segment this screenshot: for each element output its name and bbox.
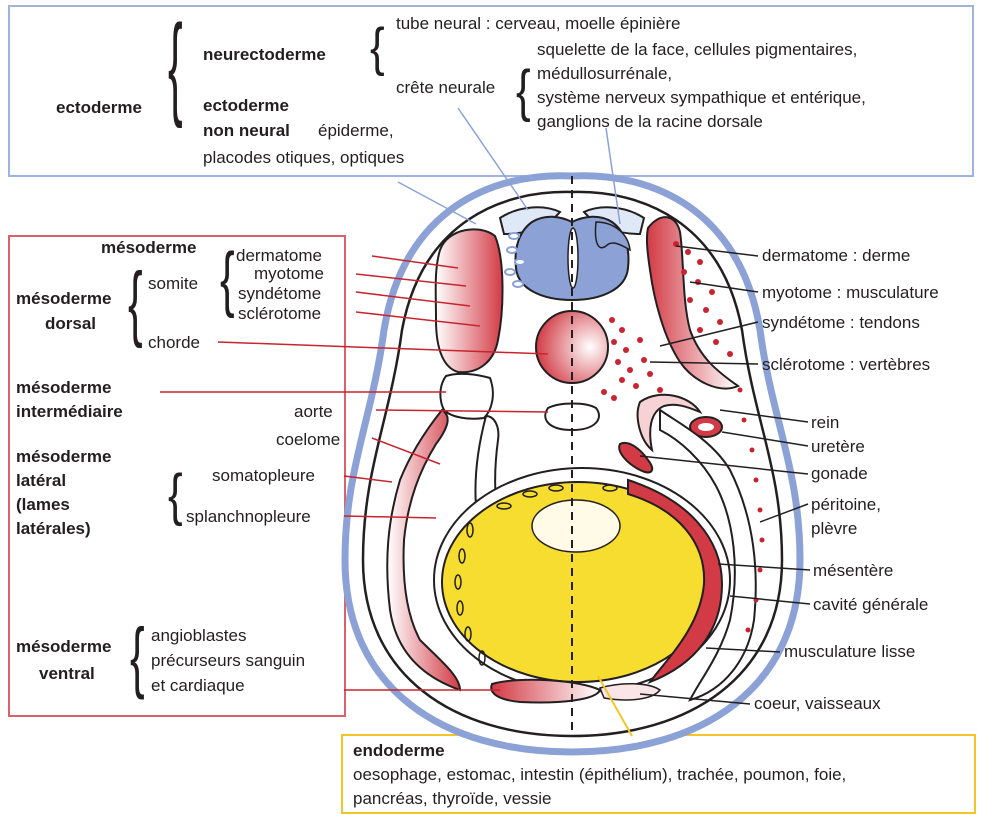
label-somatopleure: somatopleure [212,466,315,486]
label-angioblastes: angioblastes [151,626,246,646]
label-ventral-2: ventral [39,664,95,684]
brace-somite: { [220,244,235,317]
label-right-dermatome: dermatome : derme [762,246,910,266]
label-epiderme: épiderme, [318,121,394,141]
label-intermediaire-2: intermédiaire [16,402,123,422]
label-mesoderme-dorsal-2: dorsal [45,314,96,334]
label-crete-line4: ganglions de la racine dorsale [537,112,763,132]
label-lateral-3: (lames [16,495,70,515]
label-peritoine: péritoine, [811,495,881,515]
label-precurseurs: précurseurs sanguin [151,651,305,671]
label-chorde: chorde [148,333,200,353]
label-ecto-non-neural-2: non neural [203,121,290,141]
label-sclerotome: sclérotome [238,304,321,324]
label-endoderme-line2: pancréas, thyroïde, vessie [353,789,551,809]
label-mesentere: mésentère [813,561,893,581]
label-aorte: aorte [294,402,333,422]
label-mesoderme-dorsal-1: mésoderme [16,289,111,309]
brace-lateral: { [168,467,183,524]
label-crete-neurale: crête neurale [396,78,495,98]
label-ectoderme: ectoderme [56,98,142,118]
brace-mesoderme-dorsal: { [128,262,143,346]
label-lateral-1: mésoderme [16,447,111,467]
label-uretere: uretère [811,437,865,457]
label-splanchnopleure: splanchnopleure [186,507,311,527]
label-right-syndetome: syndétome : tendons [762,313,920,333]
label-syndetome: syndétome [238,284,321,304]
label-lateral-2: latéral [16,471,66,491]
label-cavite: cavité générale [813,595,928,615]
brace-neurectoderme: { [370,22,385,75]
label-neurectoderme: neurectoderme [203,45,326,65]
label-ventral-1: mésoderme [16,637,111,657]
brace-crete-neurale: { [516,63,531,120]
label-right-myotome: myotome : musculature [762,283,939,303]
label-dermatome: dermatome [236,246,322,266]
label-musculature-lisse: musculature lisse [784,642,915,662]
label-coelome: coelome [276,430,340,450]
label-somite: somite [148,274,198,294]
label-tube-neural: tube neural : cerveau, moelle épinière [396,14,680,34]
label-right-sclerotome: sclérotome : vertèbres [762,355,930,375]
brace-ectoderme: { [168,11,183,125]
label-mesoderme: mésoderme [101,238,196,258]
label-placodes: placodes otiques, optiques [203,148,404,168]
label-myotome: myotome [254,264,324,284]
label-lateral-4: latérales) [16,519,91,539]
label-rein: rein [811,413,839,433]
label-endoderme: endoderme [353,741,445,761]
label-crete-line2: médullosurrénale, [537,64,672,84]
label-coeur: coeur, vaisseaux [754,694,881,714]
label-cardiaque: et cardiaque [151,676,245,696]
label-crete-line3: système nerveux sympathique et entérique… [537,88,866,108]
label-intermediaire-1: mésoderme [16,378,111,398]
label-ecto-non-neural-1: ectoderme [203,96,289,116]
label-plevre: plèvre [811,519,857,539]
brace-ventral: { [130,618,145,697]
label-gonade: gonade [811,464,868,484]
label-crete-line1: squelette de la face, cellules pigmentai… [537,40,857,60]
label-endoderme-line1: oesophage, estomac, intestin (épithélium… [353,765,846,785]
